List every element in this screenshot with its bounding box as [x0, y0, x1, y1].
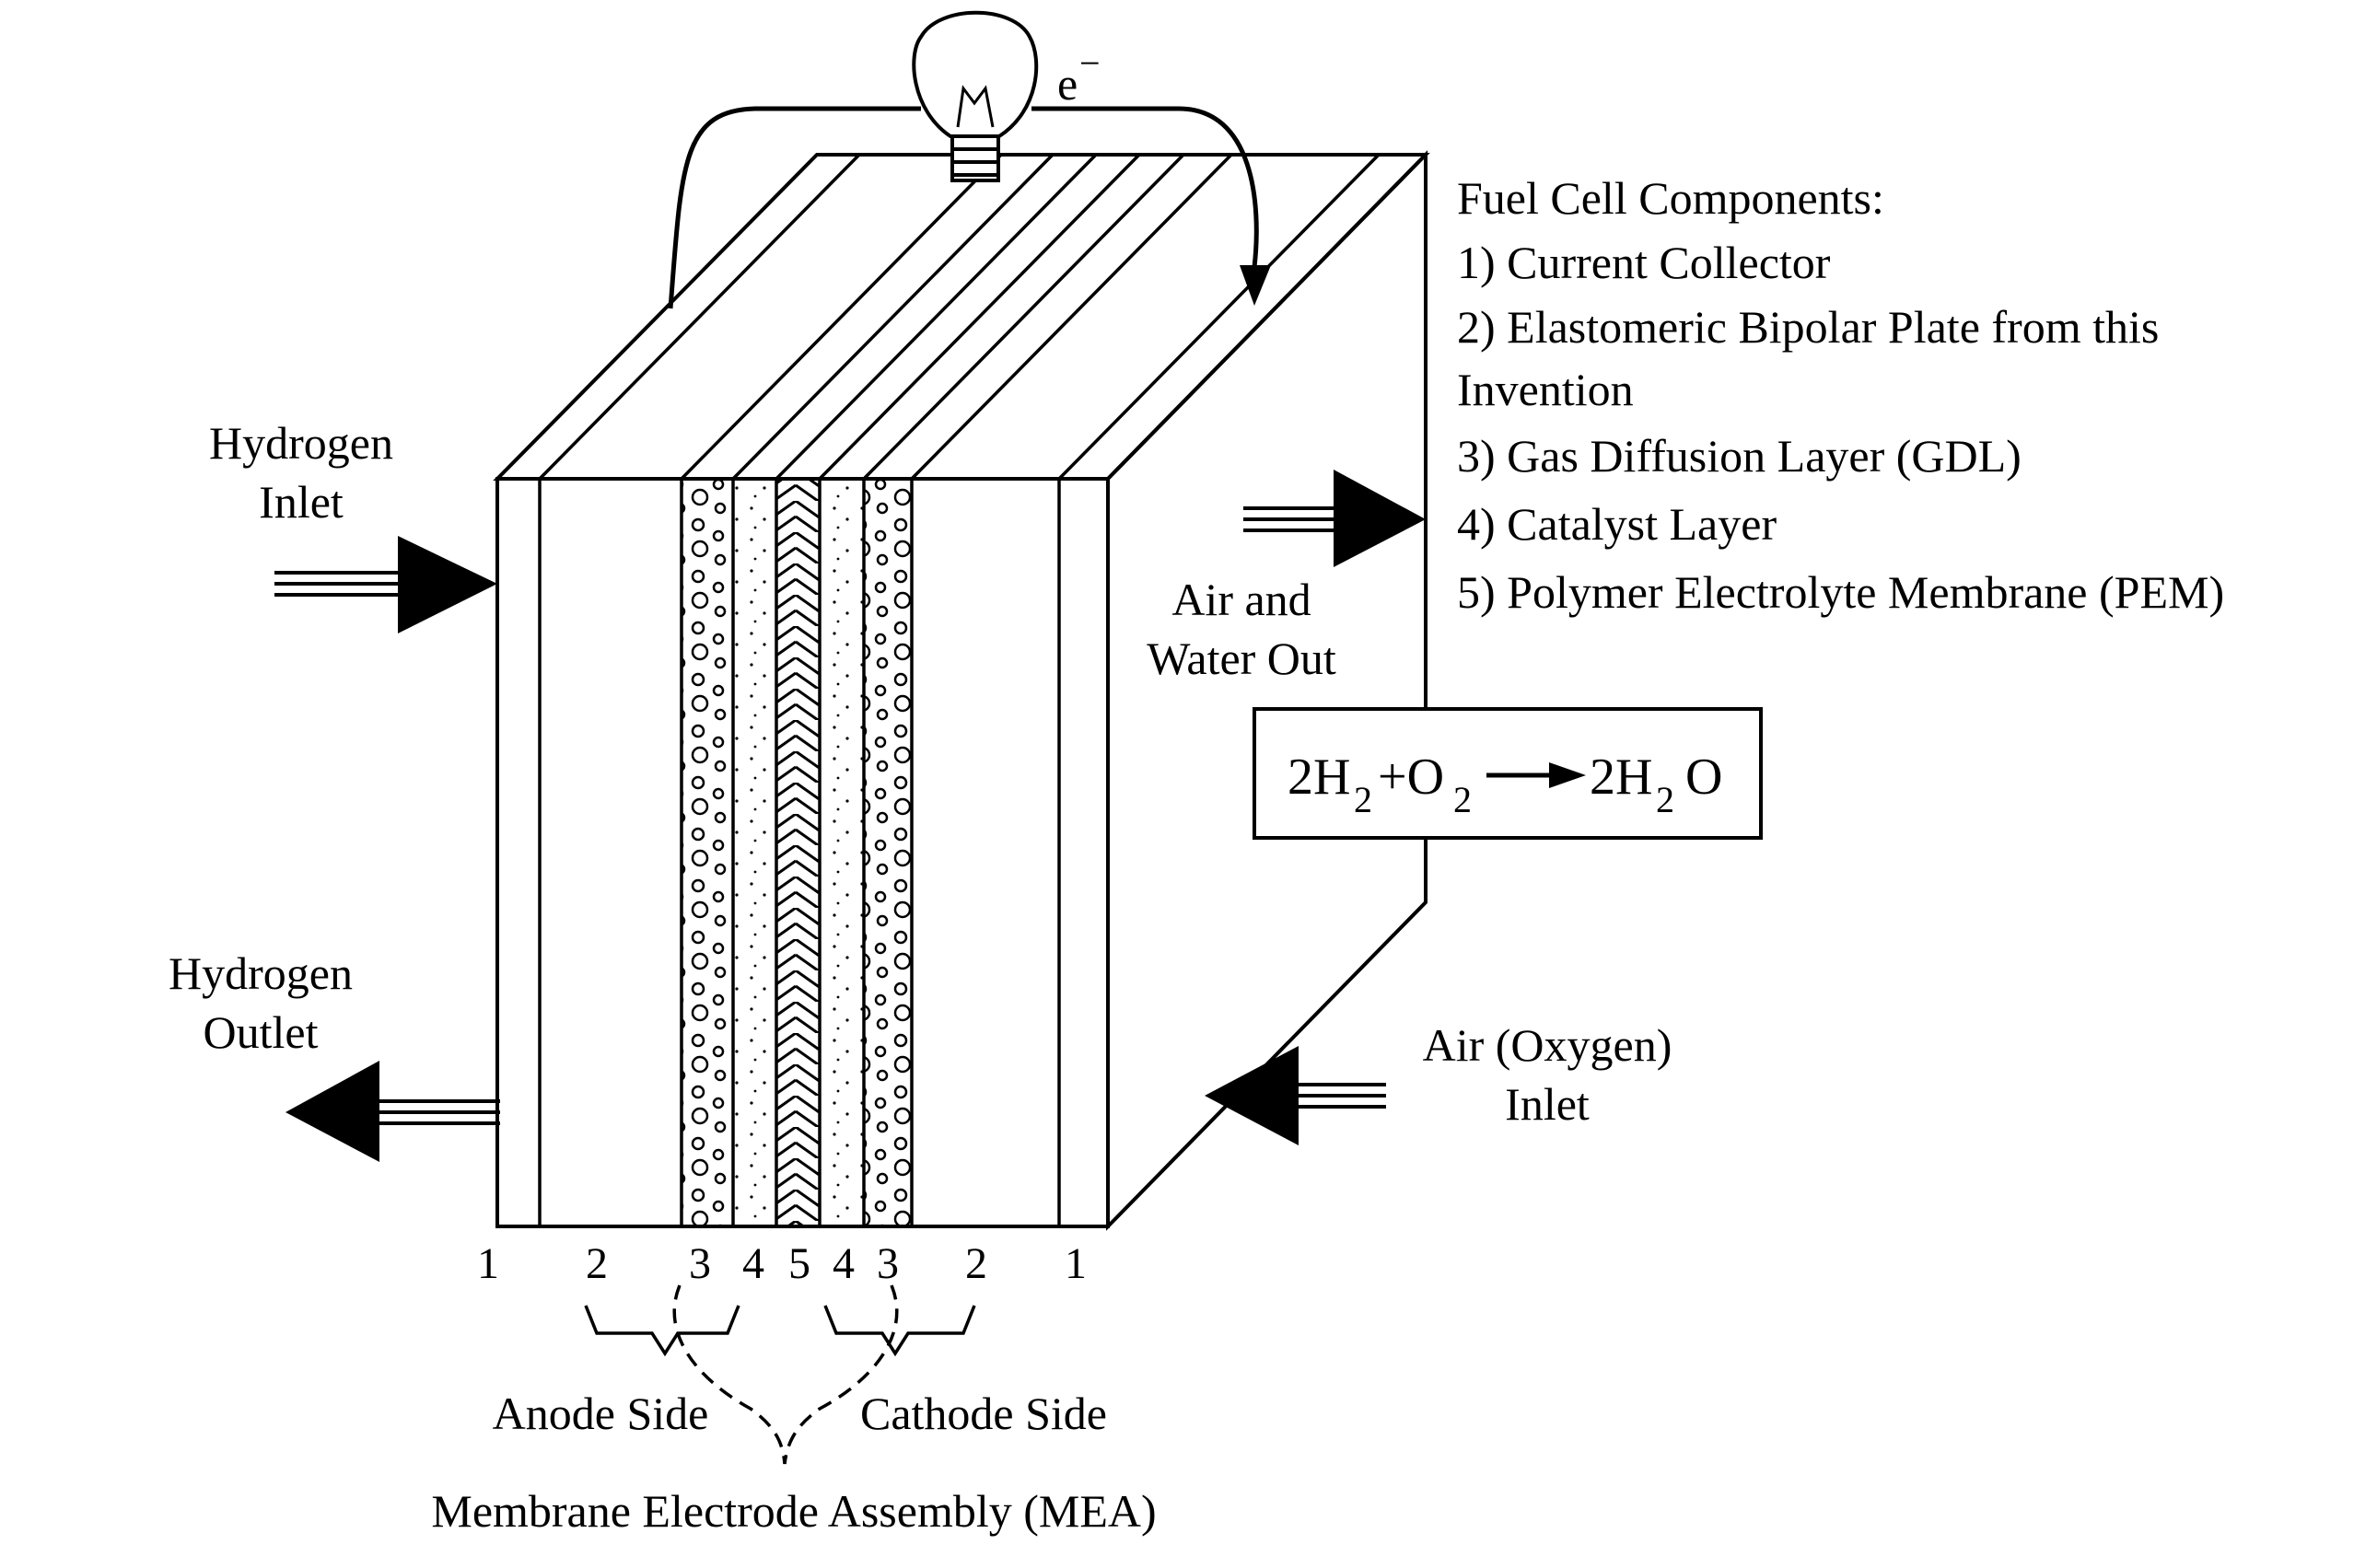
equation-plus-o: +O [1378, 749, 1444, 806]
hydrogen-inlet-label-line2: Inlet [259, 476, 344, 528]
layer-pem [776, 479, 820, 1226]
hydrogen-inlet-label-line1: Hydrogen [209, 417, 393, 469]
anode-bracket [586, 1306, 739, 1353]
electron-superscript: − [1079, 42, 1101, 84]
equation-sub-3: 2 [1656, 779, 1674, 820]
reaction-equation: 2H 2 +O 2 2H 2 O [1254, 709, 1761, 838]
air-inlet-label-line2: Inlet [1505, 1078, 1590, 1130]
layer-number: 2 [965, 1239, 987, 1288]
component-item-3: 3) Gas Diffusion Layer (GDL) [1457, 430, 2022, 482]
air-water-out-label-line1: Air and [1171, 574, 1311, 625]
equation-sub-1: 2 [1354, 779, 1372, 820]
layer-number: 1 [477, 1239, 499, 1288]
layer-numbers: 1 2 3 4 5 4 3 2 1 [477, 1239, 1087, 1288]
component-item-2: 2) Elastomeric Bipolar Plate from this [1457, 301, 2159, 353]
hydrogen-outlet-arrow-icon [286, 1061, 500, 1162]
layer-number: 2 [586, 1239, 608, 1288]
equation-2h-1: 2H [1288, 749, 1350, 806]
electron-arrowhead [1240, 265, 1271, 306]
mea-label: Membrane Electrode Assembly (MEA) [431, 1485, 1156, 1537]
layer-number: 3 [689, 1239, 711, 1288]
electron-label: e [1057, 58, 1078, 110]
anode-side-label: Anode Side [493, 1388, 709, 1439]
component-item-1: 1) Current Collector [1457, 237, 1831, 288]
layer-catalyst-anode [733, 479, 776, 1226]
air-inlet-label-line1: Air (Oxygen) [1423, 1019, 1672, 1071]
equation-2h-2: 2H [1590, 749, 1652, 806]
cathode-bracket [825, 1306, 974, 1353]
component-item-2-cont: Invention [1457, 364, 1634, 415]
air-water-out-label-line2: Water Out [1147, 633, 1336, 684]
layer-gdl-cathode [864, 479, 912, 1226]
hydrogen-outlet-label-line2: Outlet [204, 1006, 319, 1058]
cathode-side-label: Cathode Side [860, 1388, 1107, 1439]
components-heading: Fuel Cell Components: [1457, 172, 1884, 224]
front-face [497, 479, 1108, 1226]
layer-catalyst-cathode [820, 479, 864, 1226]
air-water-out-arrow-icon [1243, 470, 1426, 567]
components-legend: Fuel Cell Components: 1) Current Collect… [1457, 172, 2224, 618]
layer-number: 4 [742, 1239, 764, 1288]
layer-gdl-anode [682, 479, 733, 1226]
layer-number: 3 [877, 1239, 899, 1288]
equation-sub-2: 2 [1453, 779, 1472, 820]
layer-number: 4 [833, 1239, 855, 1288]
equation-o: O [1685, 749, 1722, 806]
component-item-4: 4) Catalyst Layer [1457, 498, 1777, 550]
hydrogen-inlet-arrow-icon [274, 536, 497, 633]
component-item-5: 5) Polymer Electrolyte Membrane (PEM) [1457, 566, 2224, 618]
layer-number: 1 [1065, 1239, 1087, 1288]
layer-number: 5 [788, 1239, 810, 1288]
hydrogen-outlet-label-line1: Hydrogen [169, 947, 353, 999]
air-inlet-arrow-icon [1205, 1046, 1386, 1145]
